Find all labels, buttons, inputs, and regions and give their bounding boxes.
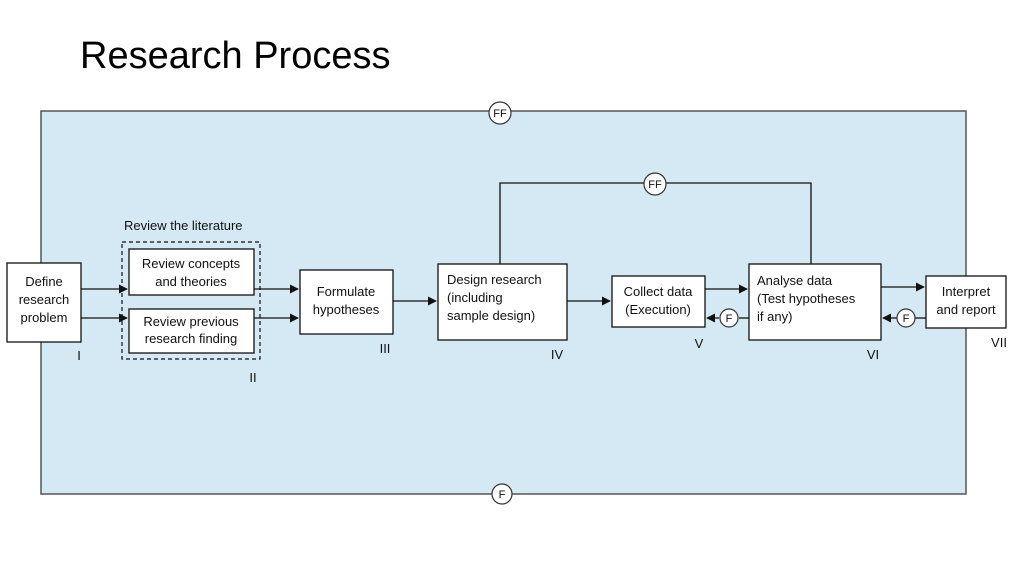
svg-text:if any): if any) xyxy=(757,309,792,324)
svg-text:(including: (including xyxy=(447,290,503,305)
svg-text:problem: problem xyxy=(21,310,68,325)
svg-text:Define: Define xyxy=(25,274,63,289)
svg-text:Review concepts: Review concepts xyxy=(142,256,241,271)
feedback-top-outer-label: FF xyxy=(493,108,507,120)
svg-text:Design research: Design research xyxy=(447,272,542,287)
step-interpret-report: Interpret and report xyxy=(925,275,1007,329)
step-review-previous: Review previous research finding xyxy=(128,308,255,354)
svg-text:Formulate: Formulate xyxy=(317,284,376,299)
numeral-iv: IV xyxy=(551,347,564,362)
svg-text:Collect data: Collect data xyxy=(624,284,693,299)
svg-text:sample design): sample design) xyxy=(447,308,535,323)
step-define-research-problem: Define research problem xyxy=(6,262,82,343)
feedback-analyse-interpret-label: F xyxy=(903,313,910,325)
svg-text:and theories: and theories xyxy=(155,274,227,289)
step-collect-data: Collect data (Execution) xyxy=(611,275,706,328)
feedback-top-inner: FF xyxy=(643,172,667,196)
step-design-research: Design research (including sample design… xyxy=(437,263,568,341)
svg-text:research finding: research finding xyxy=(145,331,238,346)
feedback-analyse-interpret: F xyxy=(882,308,926,328)
svg-text:(Execution): (Execution) xyxy=(625,302,691,317)
page-title: Research Process xyxy=(80,35,391,77)
step-formulate-hypotheses: Formulate hypotheses xyxy=(299,269,394,335)
feedback-bottom-label: F xyxy=(499,489,506,501)
feedback-bottom: F xyxy=(491,483,513,505)
numeral-vii: VII xyxy=(991,335,1007,350)
feedback-collect-analyse: F xyxy=(706,308,749,328)
review-literature-group xyxy=(121,241,261,360)
numeral-v: V xyxy=(695,336,704,351)
step-analyse-data: Analyse data (Test hypotheses if any) xyxy=(748,263,882,341)
svg-text:research: research xyxy=(19,292,70,307)
svg-text:(Test hypotheses: (Test hypotheses xyxy=(757,291,856,306)
numeral-iii: III xyxy=(380,341,391,356)
feedback-collect-analyse-label: F xyxy=(726,313,733,325)
svg-text:hypotheses: hypotheses xyxy=(313,302,380,317)
step-review-concepts: Review concepts and theories xyxy=(128,248,255,296)
review-literature-label: Review the literature xyxy=(124,218,243,233)
numeral-vi: VI xyxy=(867,347,879,362)
numeral-i: I xyxy=(77,348,81,363)
svg-text:Review previous: Review previous xyxy=(143,314,239,329)
numeral-ii: II xyxy=(249,370,256,385)
flow-arrows xyxy=(81,282,925,323)
svg-text:and report: and report xyxy=(936,302,996,317)
svg-text:Analyse data: Analyse data xyxy=(757,273,833,288)
feedback-top-outer: FF xyxy=(488,101,512,125)
svg-text:Interpret: Interpret xyxy=(942,284,991,299)
feedback-top-inner-label: FF xyxy=(648,179,662,191)
